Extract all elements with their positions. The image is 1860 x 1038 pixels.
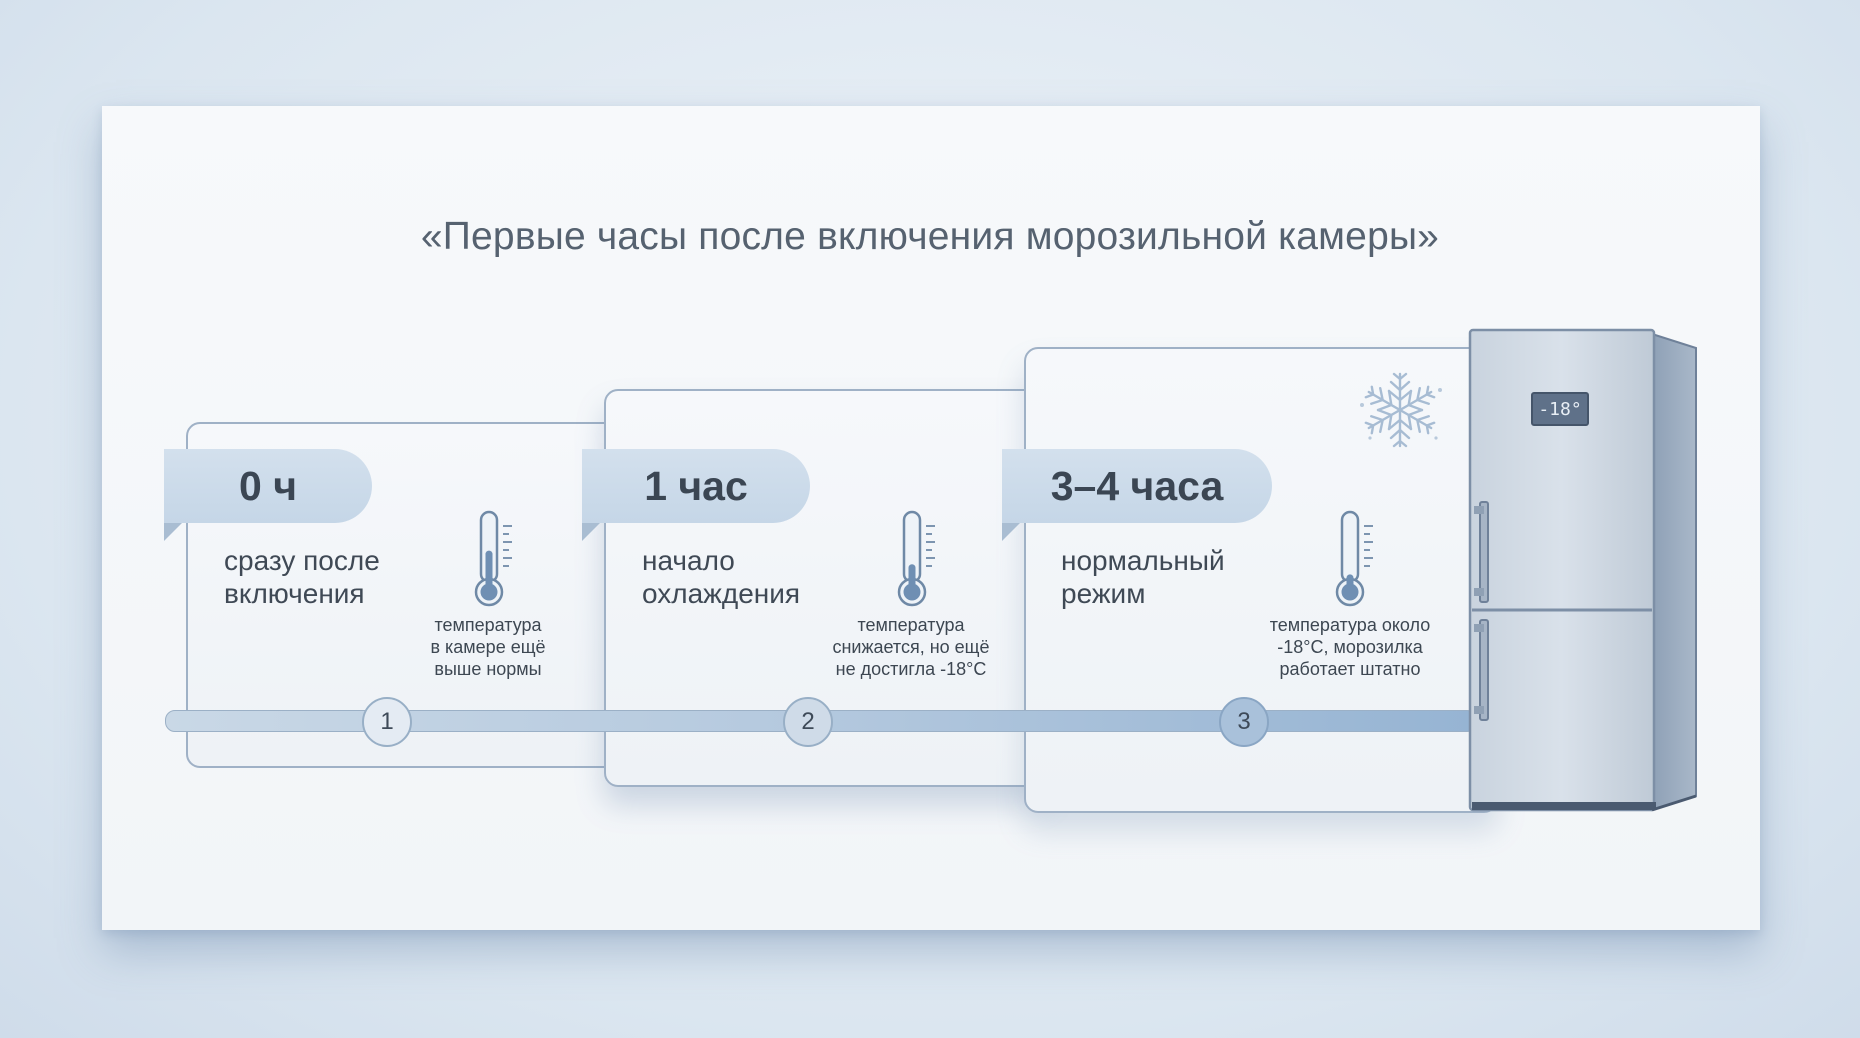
thermometer-icon [474,510,512,607]
step-note-1-line-2: в камере ещё [430,637,546,657]
step-label-3-line-2: режим [1061,578,1146,609]
page-title: «Первые часы после включения морозильной… [420,215,1440,258]
fridge-temperature-display: -18° [1531,392,1589,426]
step-note-2-line-1: температура [857,615,965,635]
thermometer-level [908,564,916,588]
time-pill-1: 0 ч [164,449,372,541]
step-note-2-line-3: не достигла -18°C [835,659,987,679]
step-note-2-line-2: снижается, но ещё [832,637,990,657]
step-label-2-line-2: охлаждения [642,578,801,609]
snowflake-icon [1360,372,1442,448]
step-label-2-line-1: начало [642,545,735,576]
step-label-1: сразу после включения [224,544,414,610]
step-label-2: начало охлаждения [642,544,832,610]
step-note-3: температура около -18°C, морозилка работ… [1255,614,1445,680]
timeline-marker-1: 1 [362,697,412,747]
step-note-2: температура снижается, но ещё не достигл… [816,614,1006,680]
step-note-1-line-3: выше нормы [434,659,542,679]
step-note-1: температура в камере ещё выше нормы [418,614,558,680]
step-note-3-line-2: -18°C, морозилка [1277,637,1423,657]
step-note-1-line-1: температура [434,615,542,635]
fridge-icon [1468,328,1697,812]
timeline-marker-2: 2 [783,697,833,747]
step-note-3-line-1: температура около [1269,615,1431,635]
time-pill-2: 1 час [582,449,810,541]
step-note-3-line-3: работает штатно [1279,659,1421,679]
thermometer-level [485,550,493,588]
time-pill-3: 3–4 часа [1002,449,1272,541]
timeline-marker-3: 3 [1219,697,1269,747]
step-label-1-line-2: включения [224,578,365,609]
thermometer-icon [1335,510,1373,607]
step-label-1-line-1: сразу после [224,545,380,576]
step-label-3-line-1: нормальный [1061,545,1225,576]
thermometer-icon [897,510,935,607]
step-label-3: нормальный режим [1061,544,1251,610]
